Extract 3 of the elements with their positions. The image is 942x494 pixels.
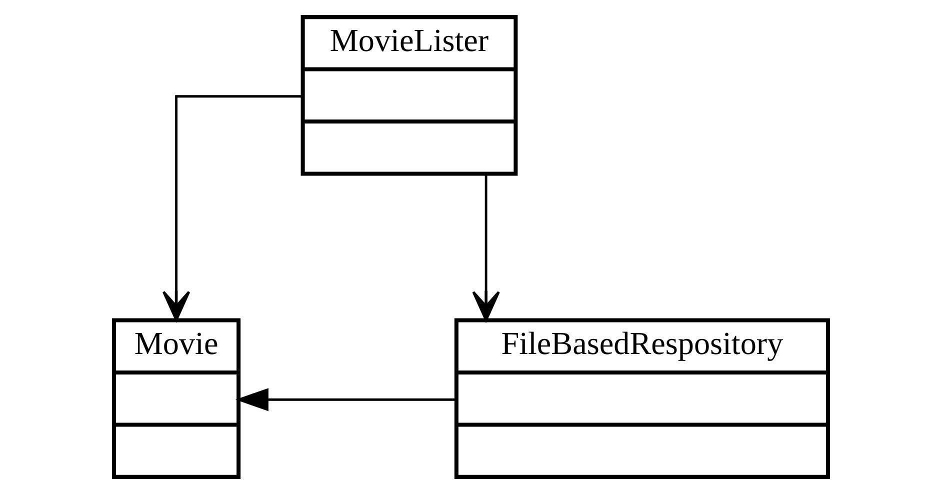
arrow <box>472 174 500 322</box>
arrow <box>235 388 456 412</box>
arrow <box>162 95 302 322</box>
